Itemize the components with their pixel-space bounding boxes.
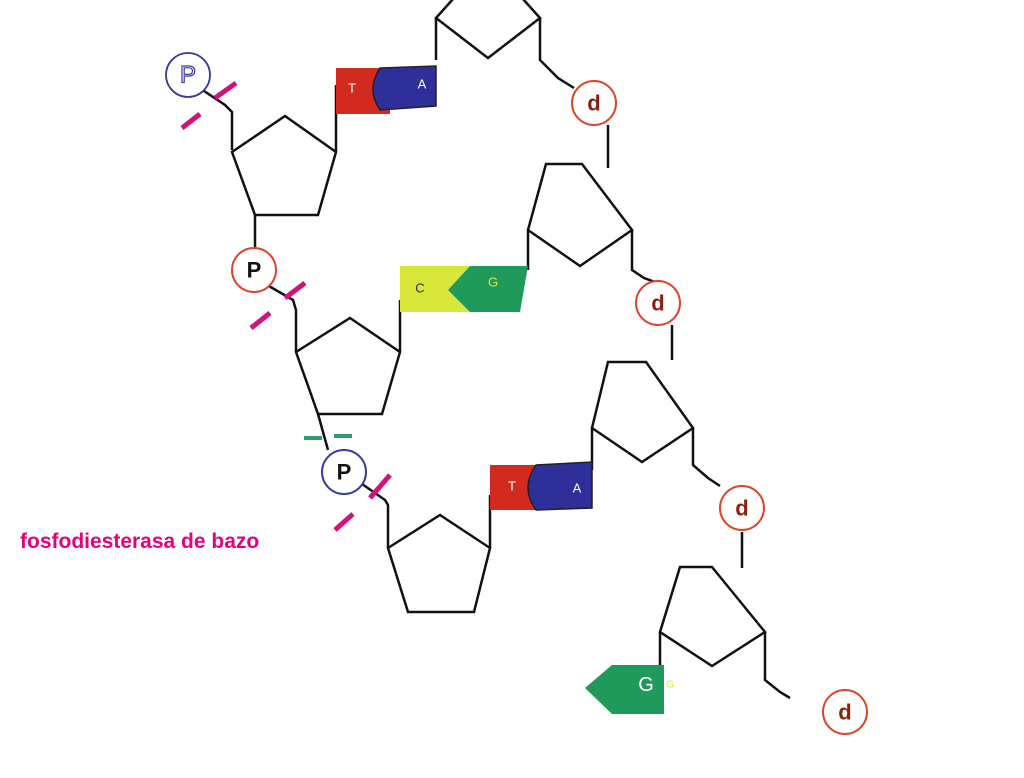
phosphate-group-middle: P bbox=[231, 247, 277, 293]
base-pair-t-a-bottom: T A bbox=[490, 461, 593, 511]
guanine-small-label: G bbox=[666, 680, 674, 691]
sugar-rings bbox=[230, 0, 767, 668]
phosphate-circle bbox=[321, 449, 367, 495]
deoxy-group-1: d bbox=[571, 80, 617, 126]
backbone-segment bbox=[316, 413, 330, 451]
adenine-block bbox=[372, 65, 437, 111]
phosphate-circle bbox=[231, 247, 277, 293]
cut-mark bbox=[180, 112, 202, 130]
deoxy-circle bbox=[719, 485, 765, 531]
deoxy-label: d bbox=[651, 291, 664, 316]
deoxy-label: d bbox=[838, 700, 851, 725]
cleavage-marks bbox=[180, 80, 392, 532]
cut-mark bbox=[283, 281, 307, 300]
enzyme-label: fosfodiesterasa de bazo bbox=[20, 530, 260, 553]
adenine-block bbox=[527, 461, 593, 511]
cleavage-marks-green bbox=[304, 434, 352, 440]
backbone-segment bbox=[538, 18, 575, 90]
deoxyribose-pentagon bbox=[526, 162, 634, 268]
cut-mark bbox=[249, 311, 272, 330]
phosphate-label: P bbox=[180, 62, 196, 89]
guanine-label: G bbox=[488, 275, 498, 290]
deoxyribose-pentagon bbox=[386, 513, 492, 614]
deoxy-group-4: d bbox=[822, 689, 868, 735]
backbone-segment bbox=[630, 230, 656, 284]
cut-mark bbox=[333, 512, 355, 532]
backbone-lines bbox=[194, 18, 791, 700]
guanine-label: G bbox=[638, 674, 654, 696]
thymine-label: T bbox=[348, 81, 356, 96]
phosphate-group-bottom: P bbox=[321, 449, 367, 495]
phosphate-group-top: P bbox=[165, 52, 211, 98]
deoxy-label: d bbox=[735, 496, 748, 521]
base-pair-c-g: C G bbox=[400, 266, 528, 312]
phosphate-label: P bbox=[247, 258, 262, 283]
backbone-segment bbox=[691, 428, 721, 488]
deoxy-group-2: d bbox=[635, 280, 681, 326]
deoxy-circle bbox=[635, 280, 681, 326]
base-pair-t-a-top: T A bbox=[336, 65, 437, 114]
deoxy-circle bbox=[822, 689, 868, 735]
deoxy-circle bbox=[571, 80, 617, 126]
backbone-segment bbox=[194, 83, 234, 150]
base-g-unpaired: G G bbox=[585, 665, 674, 714]
deoxyribose-pentagon bbox=[434, 0, 542, 60]
guanine-block bbox=[448, 266, 528, 312]
cytosine-label: C bbox=[415, 281, 424, 296]
guanine-block bbox=[585, 665, 664, 714]
deoxyribose-pentagon bbox=[590, 360, 695, 464]
adenine-label: A bbox=[573, 481, 582, 496]
cut-mark bbox=[213, 80, 238, 101]
deoxyribose-pentagon bbox=[658, 565, 767, 668]
adenine-label: A bbox=[418, 77, 427, 92]
deoxyribose-pentagon bbox=[230, 114, 338, 217]
phosphate-label: P bbox=[337, 460, 352, 485]
backbone-segment bbox=[763, 632, 791, 700]
cytosine-block bbox=[400, 266, 470, 312]
thymine-label: T bbox=[508, 479, 516, 494]
deoxyribose-pentagon bbox=[294, 316, 402, 416]
cut-mark bbox=[368, 473, 392, 500]
deoxy-label: d bbox=[587, 91, 600, 116]
phosphate-circle bbox=[165, 52, 211, 98]
backbone-segment bbox=[261, 280, 298, 352]
deoxy-group-3: d bbox=[719, 485, 765, 531]
